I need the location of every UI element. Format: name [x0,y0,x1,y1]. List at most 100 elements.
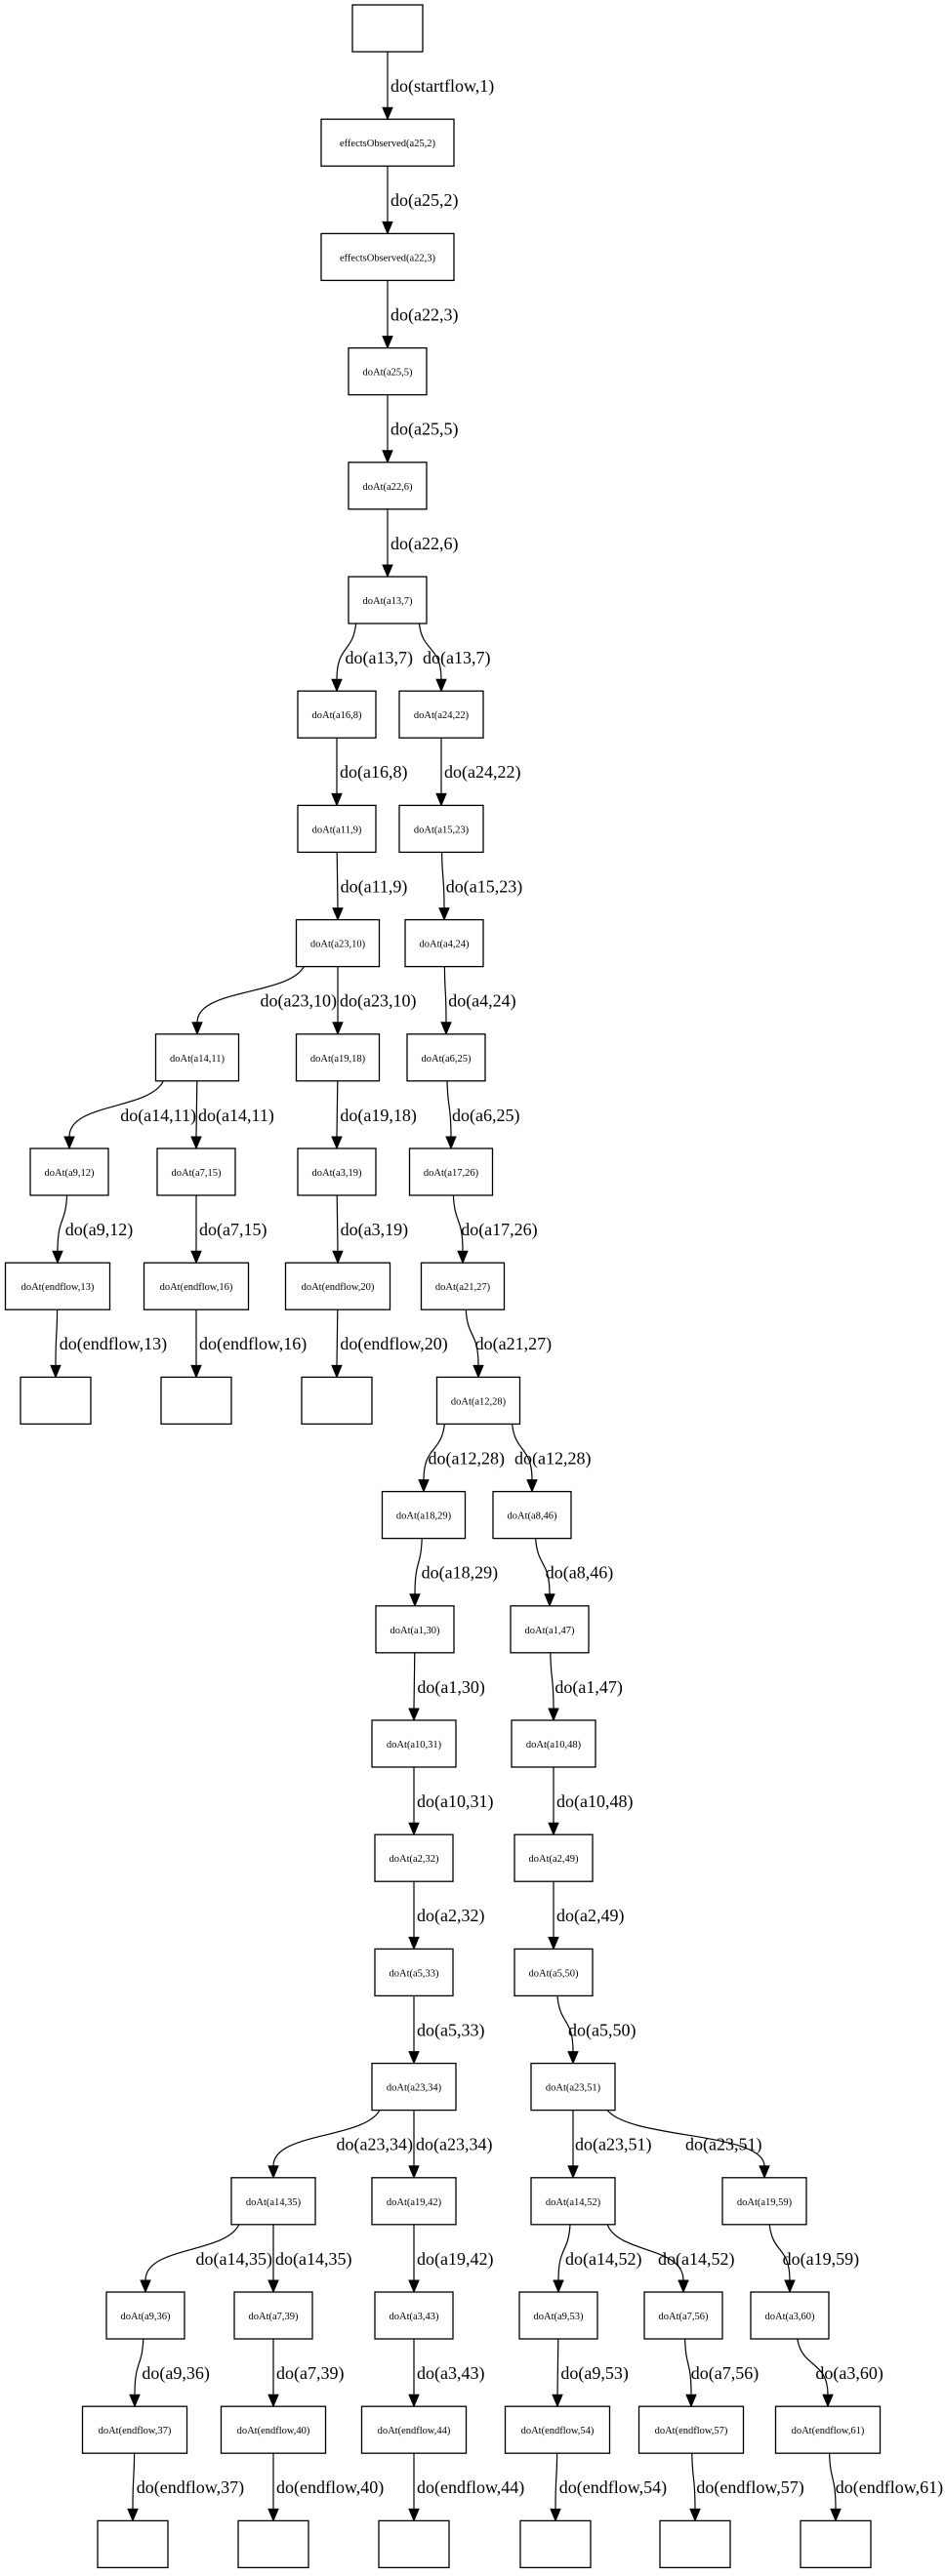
edge-do-a23-34: do(a23,34) [408,2110,492,2180]
node-doat-endflow-13: doAt(endflow,13) [4,1262,111,1310]
node-box [29,1147,109,1196]
edge-line [452,1194,464,1252]
node-doat-a9-36: doAt(a9,36) [105,2291,185,2340]
node-empty-n15 [160,1376,232,1426]
arrowhead-icon [190,1136,202,1150]
node-label: doAt(a25,5) [362,368,413,379]
node-box [371,2177,457,2226]
edge-line [336,1309,339,1366]
node-box [435,1376,521,1426]
arrowhead-icon [445,1136,457,1150]
edge-line [606,2110,765,2166]
arrowhead-icon [140,2279,151,2294]
node-doat-a14-11: doAt(a14,11) [154,1033,240,1082]
node-label: doAt(a2,49) [528,1854,579,1865]
edge-label: do(a13,7) [423,648,490,668]
node-box [320,118,455,167]
node-box [105,2291,185,2340]
node-label: doAt(a10,31) [387,1740,442,1751]
node-doat-a21-27: doAt(a21,27) [420,1262,506,1310]
node-label: doAt(a9,53) [533,2312,584,2322]
node-doat-endflow-37: doAt(endflow,37) [81,2405,188,2454]
arrowhead-icon [552,2394,563,2408]
node-label: doAt(endflow,44) [378,2426,451,2436]
node-box [230,2177,316,2226]
node-doat-a1-30: doAt(a1,30) [375,1605,455,1654]
node-doat-a7-15: doAt(a7,15) [156,1147,236,1196]
node-doat-a2-32: doAt(a2,32) [374,1833,454,1882]
edge-do-a8-46: do(a8,46) [535,1538,613,1608]
edge-label: do(a25,5) [390,420,458,440]
edge-label: do(a19,42) [417,2249,493,2270]
edge-line [535,1538,551,1594]
edge-do-endflow-40: do(endflow,40) [267,2453,384,2522]
edge-line [144,2224,240,2281]
node-label: doAt(a16,8) [311,710,362,721]
node-box [504,2405,611,2454]
edge-do-a14-35: do(a14,35) [140,2224,272,2294]
node-label: doAt(a4,24) [419,940,470,950]
node-label: doAt(a3,19) [311,1168,362,1179]
node-doat-a10-31: doAt(a10,31) [371,1719,457,1768]
node-label: doAt(a8,46) [507,1511,557,1522]
arrowhead-icon [408,2508,420,2522]
edge-do-a23-51: do(a23,51) [606,2110,770,2180]
edge-line [196,966,305,1023]
node-box [237,2519,309,2569]
edge-do-a1-30: do(a1,30) [408,1652,485,1722]
node-label: doAt(endflow,37) [99,2426,172,2436]
edge-label: do(a16,8) [340,762,407,783]
node-box [659,2519,731,2569]
edge-do-endflow-13: do(endflow,13) [50,1309,167,1379]
arrowhead-icon [553,2279,564,2294]
edge-do-a10-48: do(a10,48) [548,1767,633,1836]
edge-do-a4-24: do(a4,24) [440,966,516,1036]
edge-label: do(a10,31) [417,1791,493,1812]
edge-do-a2-32: do(a2,32) [408,1881,484,1951]
arrowhead-icon [408,2165,420,2180]
edge-do-a15-23: do(a15,23) [438,852,522,921]
edge-label: do(a23,51) [685,2135,761,2155]
arrowhead-icon [63,1136,75,1150]
edge-do-a25-2: do(a25,2) [382,166,458,235]
edge-label: do(a3,19) [341,1220,408,1240]
node-doat-a17-26: doAt(a17,26) [408,1147,494,1196]
node-label: doAt(endflow,61) [792,2426,865,2436]
edge-label: do(a14,35) [275,2249,351,2270]
edge-label: do(endflow,40) [276,2477,384,2498]
edge-label: do(a4,24) [448,991,515,1012]
node-doat-a5-33: doAt(a5,33) [374,1948,454,1997]
node-box [320,232,455,282]
node-label: doAt(a6,25) [421,1054,472,1065]
node-box [297,1147,377,1196]
node-label: doAt(a17,26) [424,1168,479,1179]
arrowhead-icon [548,1708,559,1722]
edge-line [606,2224,684,2281]
edge-do-endflow-37: do(endflow,37) [127,2453,244,2522]
node-label: doAt(a1,47) [524,1626,575,1636]
edge-line [684,2338,692,2395]
arrowhead-icon [526,1479,538,1493]
node-doat-a19-59: doAt(a19,59) [721,2177,807,2226]
node-label: effectsObserved(a25,2) [340,139,436,149]
node-box [301,1376,373,1426]
edge-label: do(endflow,61) [836,2477,943,2498]
node-label: doAt(a23,51) [546,2083,601,2094]
node-box [348,462,428,510]
arrowhead-icon [190,1250,202,1265]
edge-label: do(a21,27) [475,1334,552,1354]
arrowhead-icon [435,678,447,693]
edge-do-endflow-54: do(endflow,54) [550,2453,667,2522]
edge-label: do(a23,10) [340,991,416,1012]
arrowhead-icon [382,450,393,464]
node-doat-endflow-16: doAt(endflow,16) [143,1262,250,1310]
node-label: doAt(a5,50) [528,1968,579,1979]
arrowhead-icon [830,2508,842,2522]
arrowhead-icon [332,1022,344,1036]
arrowhead-icon [408,1822,420,1836]
node-box [4,1262,111,1310]
arrowhead-icon [567,2165,579,2180]
node-box [375,1605,455,1654]
edge-do-a14-11: do(a14,11) [190,1080,274,1150]
